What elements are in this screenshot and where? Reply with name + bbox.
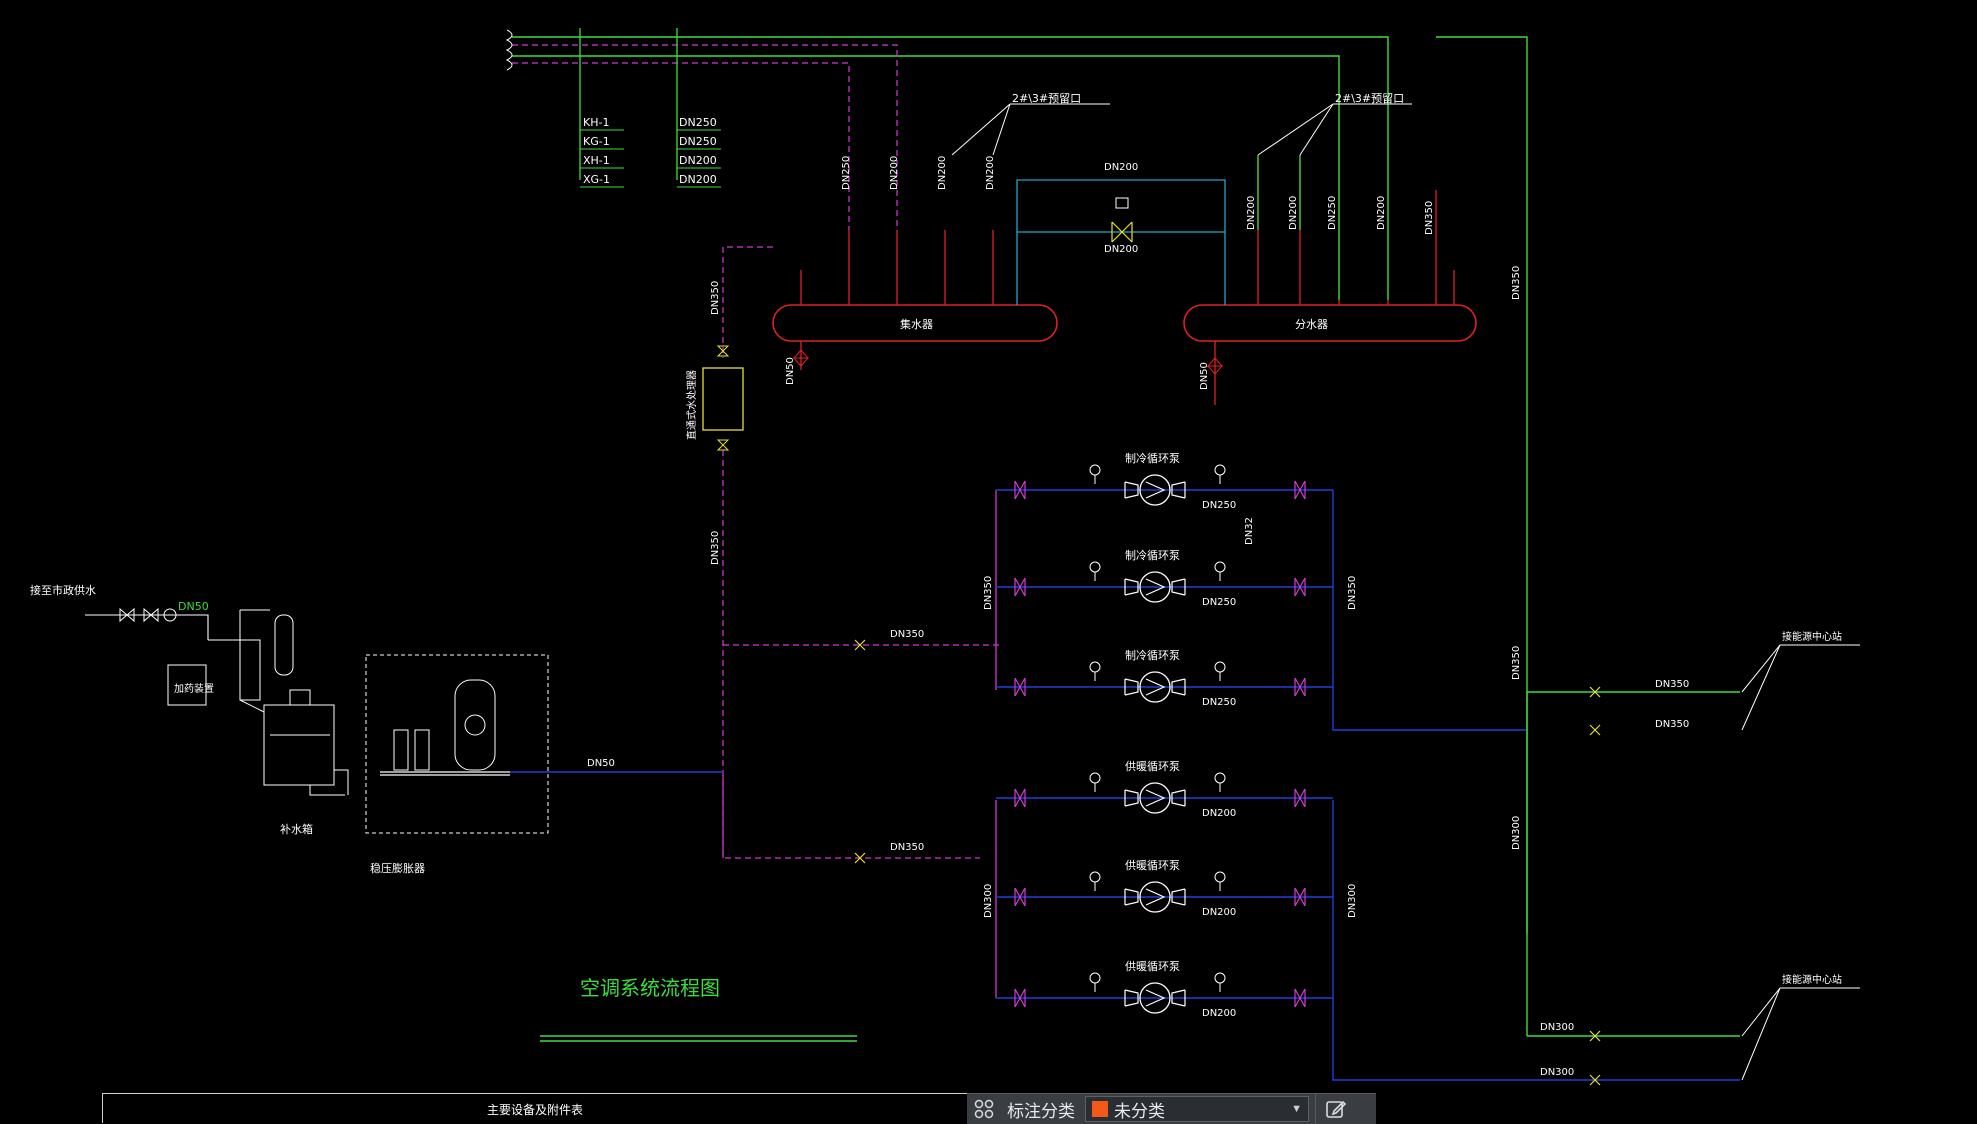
cooling-pump-1[interactable]: 制冷循环泵 DN250: [996, 452, 1333, 511]
outlet-size: DN250: [1202, 597, 1236, 608]
expansion-label: 稳压膨胀器: [370, 861, 425, 875]
conn-size: DN350: [1655, 719, 1689, 730]
conn-size: DN300: [1540, 1022, 1574, 1033]
drawing-title: 空调系统流程图: [580, 976, 720, 1000]
conn-size: DN350: [1655, 679, 1689, 690]
chevron-down-icon: ▼: [1291, 1103, 1302, 1115]
conn-size: DN300: [1540, 1067, 1574, 1078]
annotation-toolbar: 标注分类 未分类 ▼: [967, 1093, 1376, 1124]
branch-size: DN350: [890, 842, 924, 853]
branch-size: DN250: [841, 156, 852, 190]
energy-center-label: 接能源中心站: [1782, 973, 1842, 986]
branch-size: DN350: [890, 629, 924, 640]
equipment-table-title: 主要设备及附件表: [486, 1103, 583, 1117]
outlet-size: DN200: [1202, 1008, 1236, 1019]
return-main: DN350 DN350 直通式水处理器 DN350 DN350: [685, 246, 1000, 864]
drain-size: DN50: [785, 357, 796, 385]
pump-label: 制冷循环泵: [1125, 649, 1180, 662]
header-size: DN350: [983, 576, 994, 610]
city-water-label: 接至市政供水: [30, 583, 96, 597]
riser-size: DN350: [1511, 266, 1522, 300]
dn32-label: DN32: [1244, 517, 1255, 545]
branch-size: DN200: [985, 156, 996, 190]
pump-label: 供暖循环泵: [1125, 959, 1180, 973]
legend-size: DN250: [679, 116, 717, 129]
heating-pump-1[interactable]: 供暖循环泵 DN200: [996, 759, 1333, 819]
annotation-category-label: 标注分类: [1007, 1101, 1075, 1121]
dosing-label: 加药装置: [174, 682, 214, 695]
drain-size: DN50: [1199, 362, 1210, 390]
drawing-title-block: 空调系统流程图: [540, 976, 857, 1042]
grid-icon[interactable]: [967, 1094, 1001, 1124]
category-color-swatch: [1092, 1101, 1108, 1117]
category-select[interactable]: 未分类 ▼: [1085, 1096, 1309, 1122]
bypass-size-top: DN200: [1104, 162, 1138, 173]
legend-size: DN250: [679, 135, 717, 148]
legend-code: KH-1: [583, 116, 609, 129]
header-size: DN300: [1347, 884, 1358, 918]
legend-code: KG-1: [583, 135, 610, 148]
bypass-size-bottom: DN200: [1104, 244, 1138, 255]
riser-size: DN350: [1511, 646, 1522, 680]
cooling-pump-3[interactable]: 制冷循环泵 DN250: [996, 649, 1333, 708]
filter-label: 直通式水处理器: [685, 370, 698, 440]
distributor-spare-label: 2#\3#预留口: [1335, 92, 1404, 105]
main-size: DN350: [710, 281, 721, 315]
branch-size: DN200: [1246, 196, 1257, 230]
riser-size: DN300: [1511, 816, 1522, 850]
branch-size: DN200: [1288, 196, 1299, 230]
collector-spare-label: 2#\3#预留口: [1012, 92, 1081, 105]
legend-code: XG-1: [583, 173, 610, 186]
header-size: DN300: [983, 884, 994, 918]
top-pipe-bus: [505, 28, 1528, 1036]
collector[interactable]: 集水器 2#\3#预留口 DN250 DN200 DN200 DN200 DN5…: [772, 92, 1110, 385]
pump-headers: DN350 DN350 DN300 DN300 DN350 DN300: [983, 490, 1740, 1081]
pipe-legend: KH-1 KG-1 XH-1 XG-1 DN250 DN250 DN200 DN…: [580, 116, 721, 188]
city-water-size: DN50: [178, 600, 209, 613]
branch-size: DN200: [937, 156, 948, 190]
expansion-pipe-size: DN50: [587, 758, 615, 769]
branch-size: DN250: [1327, 196, 1338, 230]
outlet-size: DN200: [1202, 808, 1236, 819]
heating-pump-2[interactable]: 供暖循环泵 DN200: [996, 858, 1333, 918]
expansion-unit[interactable]: 稳压膨胀器 DN50: [365, 654, 723, 875]
legend-size: DN200: [679, 173, 717, 186]
pump-label: 制冷循环泵: [1125, 452, 1180, 465]
distributor[interactable]: 分水器 2#\3#预留口 DN200 DN200 DN250 DN200 DN3…: [1183, 92, 1522, 405]
makeup-water-system[interactable]: 接至市政供水 DN50 加药装置 补水箱: [30, 583, 349, 836]
pump-label: 制冷循环泵: [1125, 549, 1180, 562]
category-selected-value: 未分类: [1114, 1101, 1165, 1121]
energy-center-label: 接能源中心站: [1782, 630, 1842, 643]
outlet-size: DN250: [1202, 500, 1236, 511]
heating-pump-3[interactable]: 供暖循环泵 DN200: [996, 959, 1333, 1019]
pump-label: 供暖循环泵: [1125, 858, 1180, 872]
pump-label: 供暖循环泵: [1125, 759, 1180, 773]
energy-center-links: DN350 DN350 DN300 DN300 接能源中心站 接能源中心站: [1540, 630, 1860, 1086]
legend-size: DN200: [679, 154, 717, 167]
branch-size: DN200: [1376, 196, 1387, 230]
legend-code: XH-1: [583, 154, 610, 167]
differential-bypass[interactable]: DN200 DN200: [1016, 162, 1226, 305]
collector-label: 集水器: [900, 317, 933, 331]
main-size: DN350: [710, 531, 721, 565]
outlet-size: DN200: [1202, 907, 1236, 918]
branch-size: DN200: [889, 156, 900, 190]
branch-size: DN350: [1424, 201, 1435, 235]
distributor-label: 分水器: [1295, 318, 1328, 331]
cooling-pump-2[interactable]: 制冷循环泵 DN250: [996, 549, 1333, 608]
outlet-size: DN250: [1202, 697, 1236, 708]
edit-icon[interactable]: [1315, 1094, 1356, 1124]
makeup-tank-label: 补水箱: [280, 822, 313, 836]
header-size: DN350: [1347, 576, 1358, 610]
equipment-table-header: 主要设备及附件表: [102, 1093, 967, 1123]
